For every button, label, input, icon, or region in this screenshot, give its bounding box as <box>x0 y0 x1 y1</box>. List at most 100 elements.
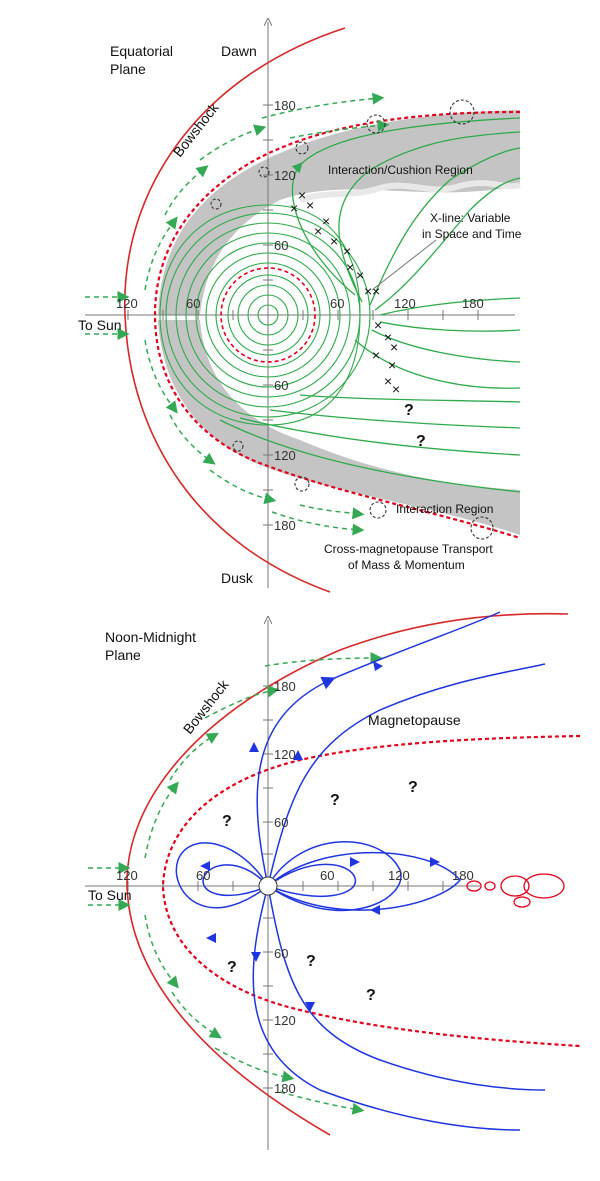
earth-icon <box>258 876 278 896</box>
top-tick-x: 180 <box>462 296 484 311</box>
dusk-label: Dusk <box>221 570 254 586</box>
arrow-icon <box>370 905 380 915</box>
top-question-2: ? <box>416 433 426 450</box>
svg-text:×: × <box>384 329 392 345</box>
arrow-icon <box>251 952 261 962</box>
bottom-tick-x: 60 <box>320 868 334 883</box>
svg-text:×: × <box>388 357 396 373</box>
arrow-icon <box>206 933 216 943</box>
top-tick-y: 180 <box>274 98 296 113</box>
top-bowshock-label: Bowshock <box>170 99 223 160</box>
interaction-region-label: Interaction Region <box>396 502 493 516</box>
vortex-icon <box>369 501 387 519</box>
cushion-region-dawn <box>158 110 520 315</box>
bottom-tick-x: 120 <box>116 868 138 883</box>
bottom-field-lines <box>175 611 546 1131</box>
bottom-bowshock-label: Bowshock <box>180 676 233 737</box>
xline-markers: ××× ××× ××× ××× ××× ××× <box>290 187 400 397</box>
top-tick-x: 60 <box>186 296 200 311</box>
bottom-tick-y: 60 <box>274 815 288 830</box>
arrow-icon <box>350 857 360 867</box>
bottom-question-4: ? <box>227 959 237 976</box>
arrow-icon <box>249 742 259 752</box>
vortex-icon <box>470 516 494 540</box>
inner-dotted-ring <box>220 267 316 363</box>
bottom-tick-y: 60 <box>274 946 288 961</box>
bottom-question-3: ? <box>408 779 418 796</box>
top-tick-y: 60 <box>274 378 288 393</box>
top-tick-x: 120 <box>116 296 138 311</box>
bottom-title-line1: Noon-Midnight <box>105 629 196 645</box>
dawn-label: Dawn <box>221 43 257 59</box>
bottom-question-1: ? <box>222 813 232 830</box>
vortex-icon <box>366 114 386 134</box>
svg-text:×: × <box>372 347 380 363</box>
top-tick-y: 60 <box>274 238 288 253</box>
bottom-tick-x: 180 <box>452 868 474 883</box>
svg-text:×: × <box>356 267 364 283</box>
arrow-icon <box>293 750 303 760</box>
svg-text:×: × <box>314 223 322 239</box>
svg-text:×: × <box>374 317 382 333</box>
top-tick-y: 120 <box>274 448 296 463</box>
top-tick-x: 120 <box>394 296 416 311</box>
svg-text:×: × <box>330 233 338 249</box>
transport-label-line2: of Mass & Momentum <box>348 558 465 572</box>
top-bowshock-curve <box>124 27 346 593</box>
bottom-question-6: ? <box>366 987 376 1004</box>
top-question-1: ? <box>404 402 414 419</box>
closed-field-lines <box>159 204 371 426</box>
xline-label-line1: X-line: Variable <box>430 211 511 225</box>
top-flow-arrows <box>85 92 390 536</box>
xline-label-line2: in Space and Time <box>422 227 522 241</box>
cushion-region-dusk <box>158 320 520 535</box>
top-magnetopause <box>153 110 521 540</box>
equatorial-panel: ××× ××× ××× ××× ××× ××× Equatorial Plane… <box>78 22 522 593</box>
interaction-cushion-label: Interaction/Cushion Region <box>328 163 473 177</box>
svg-text:×: × <box>384 373 392 389</box>
top-tick-x: 60 <box>330 296 344 311</box>
vortex-icon <box>449 99 475 125</box>
svg-text:×: × <box>364 283 372 299</box>
noon-midnight-panel: Noon-Midnight Plane Bowshock Magnetopaus… <box>85 611 581 1150</box>
bottom-question-5: ? <box>306 953 316 970</box>
bottom-tick-y: 120 <box>274 1013 296 1028</box>
cushion-wavy-edge <box>299 180 521 203</box>
bottom-tick-y: 120 <box>274 747 296 762</box>
xline-pointer <box>371 239 437 291</box>
svg-text:×: × <box>290 200 298 216</box>
vortex-icon <box>295 141 309 155</box>
vortex-icon <box>210 198 222 210</box>
arrow-icon <box>430 857 440 867</box>
open-field-lines <box>219 117 521 493</box>
bottom-tick-x: 60 <box>196 868 210 883</box>
plasmoids <box>466 873 565 908</box>
bottom-flow-arrows <box>88 652 383 1115</box>
vortex-icons <box>210 99 494 540</box>
svg-text:×: × <box>306 197 314 213</box>
top-tick-y: 120 <box>274 168 296 183</box>
svg-text:×: × <box>392 381 400 397</box>
bottom-bowshock-curve <box>126 612 569 1136</box>
top-title-line2: Plane <box>110 61 146 77</box>
transport-label-line1: Cross-magnetopause Transport <box>324 542 493 556</box>
bottom-tick-y: 180 <box>274 1081 296 1096</box>
bottom-to-sun-label: To Sun <box>88 887 132 903</box>
svg-text:×: × <box>298 187 306 203</box>
arrow-icon <box>373 661 383 671</box>
bottom-field-arrows <box>200 661 440 1012</box>
magnetopause-label: Magnetopause <box>368 712 461 728</box>
svg-text:×: × <box>343 243 351 259</box>
bottom-tick-x: 120 <box>388 868 410 883</box>
vortex-icon <box>232 440 244 452</box>
bottom-tick-y: 180 <box>274 679 296 694</box>
top-title-line1: Equatorial <box>110 43 173 59</box>
top-to-sun-label: To Sun <box>78 317 122 333</box>
top-tick-y: 180 <box>274 518 296 533</box>
vortex-icon <box>294 476 310 492</box>
bottom-question-2: ? <box>330 792 340 809</box>
arrow-icon <box>200 861 210 871</box>
top-axis-ticks <box>127 104 479 526</box>
svg-text:×: × <box>346 259 354 275</box>
